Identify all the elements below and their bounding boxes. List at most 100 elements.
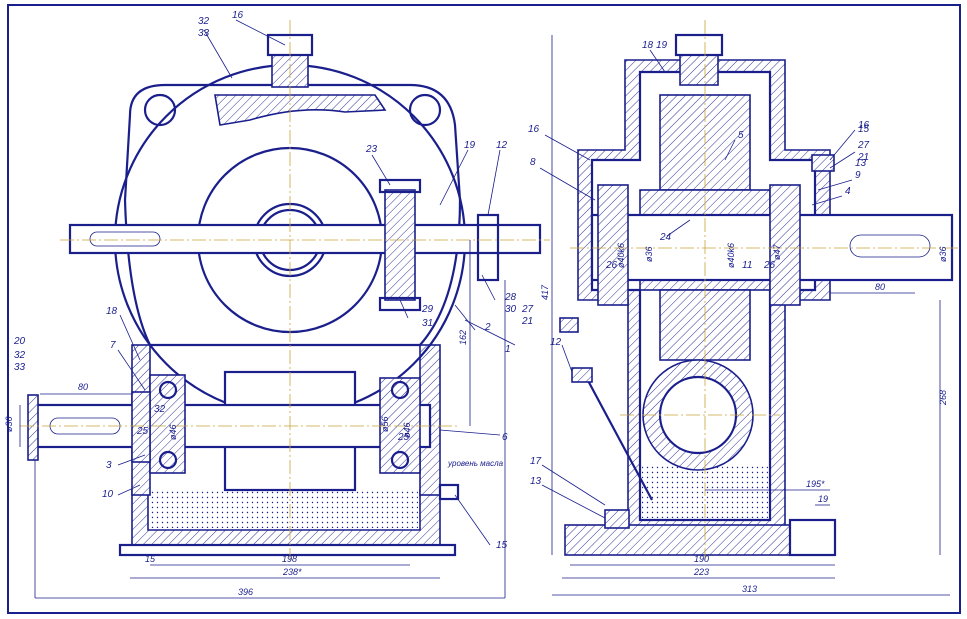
side-part-label: 27 <box>521 304 534 315</box>
side-part-label: 21 <box>857 152 869 163</box>
front-bolt-hole-tl <box>143 93 177 127</box>
front-bolt-hole-tr <box>408 93 442 127</box>
side-dimension-label: 223 <box>693 567 709 577</box>
front-part-label: 1 <box>505 344 511 355</box>
side-part-label: 26 <box>763 260 776 271</box>
side-part-label: 9 <box>855 170 861 181</box>
front-part-label: 25 <box>136 426 149 437</box>
front-end-cover <box>131 391 151 463</box>
front-dimension-label: ø56 <box>380 416 390 432</box>
front-ball-left-bottom <box>158 450 178 470</box>
front-part-labels: 32 33 16 23 19 12 28 30 29 31 1 2 18 7 2… <box>13 10 517 551</box>
front-part-label: 20 <box>13 336 26 347</box>
front-dimension-label: 162 <box>458 330 468 345</box>
side-part-label: 24 <box>659 232 672 243</box>
front-part-label: 28 <box>504 292 517 303</box>
front-dimension-label: 15 <box>145 554 156 564</box>
front-part-label: 32 <box>198 16 210 27</box>
front-part-label: 6 <box>502 432 508 443</box>
front-bearing-left <box>149 374 186 474</box>
front-part-label: 33 <box>198 28 210 39</box>
side-part-label: 8 <box>530 157 536 168</box>
front-bearing-right <box>379 377 421 474</box>
front-dimension-label: ø36 <box>4 416 14 432</box>
side-bearing-left <box>597 184 629 306</box>
front-ball-left-top <box>158 380 178 400</box>
side-dimension-label: 313 <box>742 584 757 594</box>
side-part-label: 19 <box>656 40 668 51</box>
front-part-label: 29 <box>421 304 434 315</box>
side-leaders <box>539 49 856 519</box>
front-dimension-lines <box>19 240 506 599</box>
front-oil-level-label: уровень масла <box>447 459 504 468</box>
front-part-label: 16 <box>232 10 244 21</box>
side-part-label: 15 <box>858 124 870 135</box>
side-dimension-lines <box>551 35 950 596</box>
front-shaft-end-plate <box>27 394 39 461</box>
side-dimension-label: 190 <box>694 554 709 564</box>
front-view <box>19 19 550 599</box>
side-dimension-label: 80 <box>875 282 885 292</box>
side-base-right-foot <box>788 518 837 557</box>
front-part-label: 23 <box>365 144 378 155</box>
side-part-label: 16 <box>858 120 870 131</box>
side-bolt-16 <box>811 154 835 172</box>
sheet-frame <box>7 4 961 614</box>
side-dimension-labels: ø40k6 ø36 ø47 ø40k6 ø36 80 417 268 195* … <box>540 243 948 594</box>
front-output-shaft <box>68 223 542 255</box>
side-part-label: 16 <box>528 124 540 135</box>
front-leaders <box>117 19 516 546</box>
front-bolt-23 <box>384 189 416 301</box>
side-part-labels: 18 16 8 5 16 27 21 9 4 24 26 11 26 27 21… <box>521 40 870 487</box>
side-part-label: 27 <box>857 140 870 151</box>
side-view <box>539 20 960 596</box>
front-part-label: 7 <box>110 340 116 351</box>
front-part-label: 19 <box>464 140 476 151</box>
front-part-label: 3 <box>106 460 112 471</box>
front-shaft-key <box>89 231 161 247</box>
front-dimension-label: ø46 <box>402 422 412 438</box>
side-dimension-label: ø47 <box>772 243 782 260</box>
side-breather-body <box>679 54 719 86</box>
side-dimension-label: ø40k6 <box>616 243 626 268</box>
front-dimension-label: 396 <box>238 587 253 597</box>
front-part-label: 31 <box>422 318 433 329</box>
side-dimension-label: ø40k6 <box>726 243 736 268</box>
side-dimension-label: 268 <box>938 390 948 406</box>
front-part-label: 33 <box>14 362 26 373</box>
front-ball-right-bottom <box>390 450 410 470</box>
side-bolt-27 <box>559 317 579 333</box>
front-bolt-23-nut <box>378 296 422 312</box>
front-part-label: 32 <box>14 350 26 361</box>
side-part-label: 11 <box>742 260 752 271</box>
side-part-label: 13 <box>530 476 542 487</box>
front-part-label: 10 <box>102 489 114 500</box>
side-shaft-key <box>849 234 931 258</box>
front-part-label: 30 <box>505 304 517 315</box>
side-dimension-label: 19 <box>818 494 828 504</box>
side-part-label: 4 <box>845 186 851 197</box>
side-breather-cap <box>674 33 724 57</box>
front-part-label: 32 <box>154 404 166 415</box>
side-part-label: 12 <box>550 337 562 348</box>
side-dimension-label: ø36 <box>938 246 948 262</box>
side-dimension-label: 417 <box>540 284 550 300</box>
front-part-label: 15 <box>496 540 508 551</box>
side-part-label: 13 <box>855 158 867 169</box>
front-part-label: 25 <box>397 432 410 443</box>
front-ball-right-top <box>390 380 410 400</box>
side-drain-plug <box>604 509 630 529</box>
side-part-label: 21 <box>521 316 533 327</box>
side-part-label: 17 <box>530 456 542 467</box>
front-base <box>118 543 457 557</box>
front-part-label: 12 <box>496 140 508 151</box>
front-dimension-label: 198 <box>282 554 297 564</box>
side-part-label: 5 <box>738 130 744 141</box>
front-dimension-labels: 80 ø36 ø46 ø56 ø46 162 15 198 238* 396 у… <box>4 330 504 597</box>
front-upper-cutaway <box>214 94 387 126</box>
side-dimension-label: ø36 <box>644 246 654 262</box>
front-part-label: 2 <box>484 322 491 333</box>
side-part-label: 26 <box>605 260 618 271</box>
front-oil-fill <box>150 490 418 528</box>
